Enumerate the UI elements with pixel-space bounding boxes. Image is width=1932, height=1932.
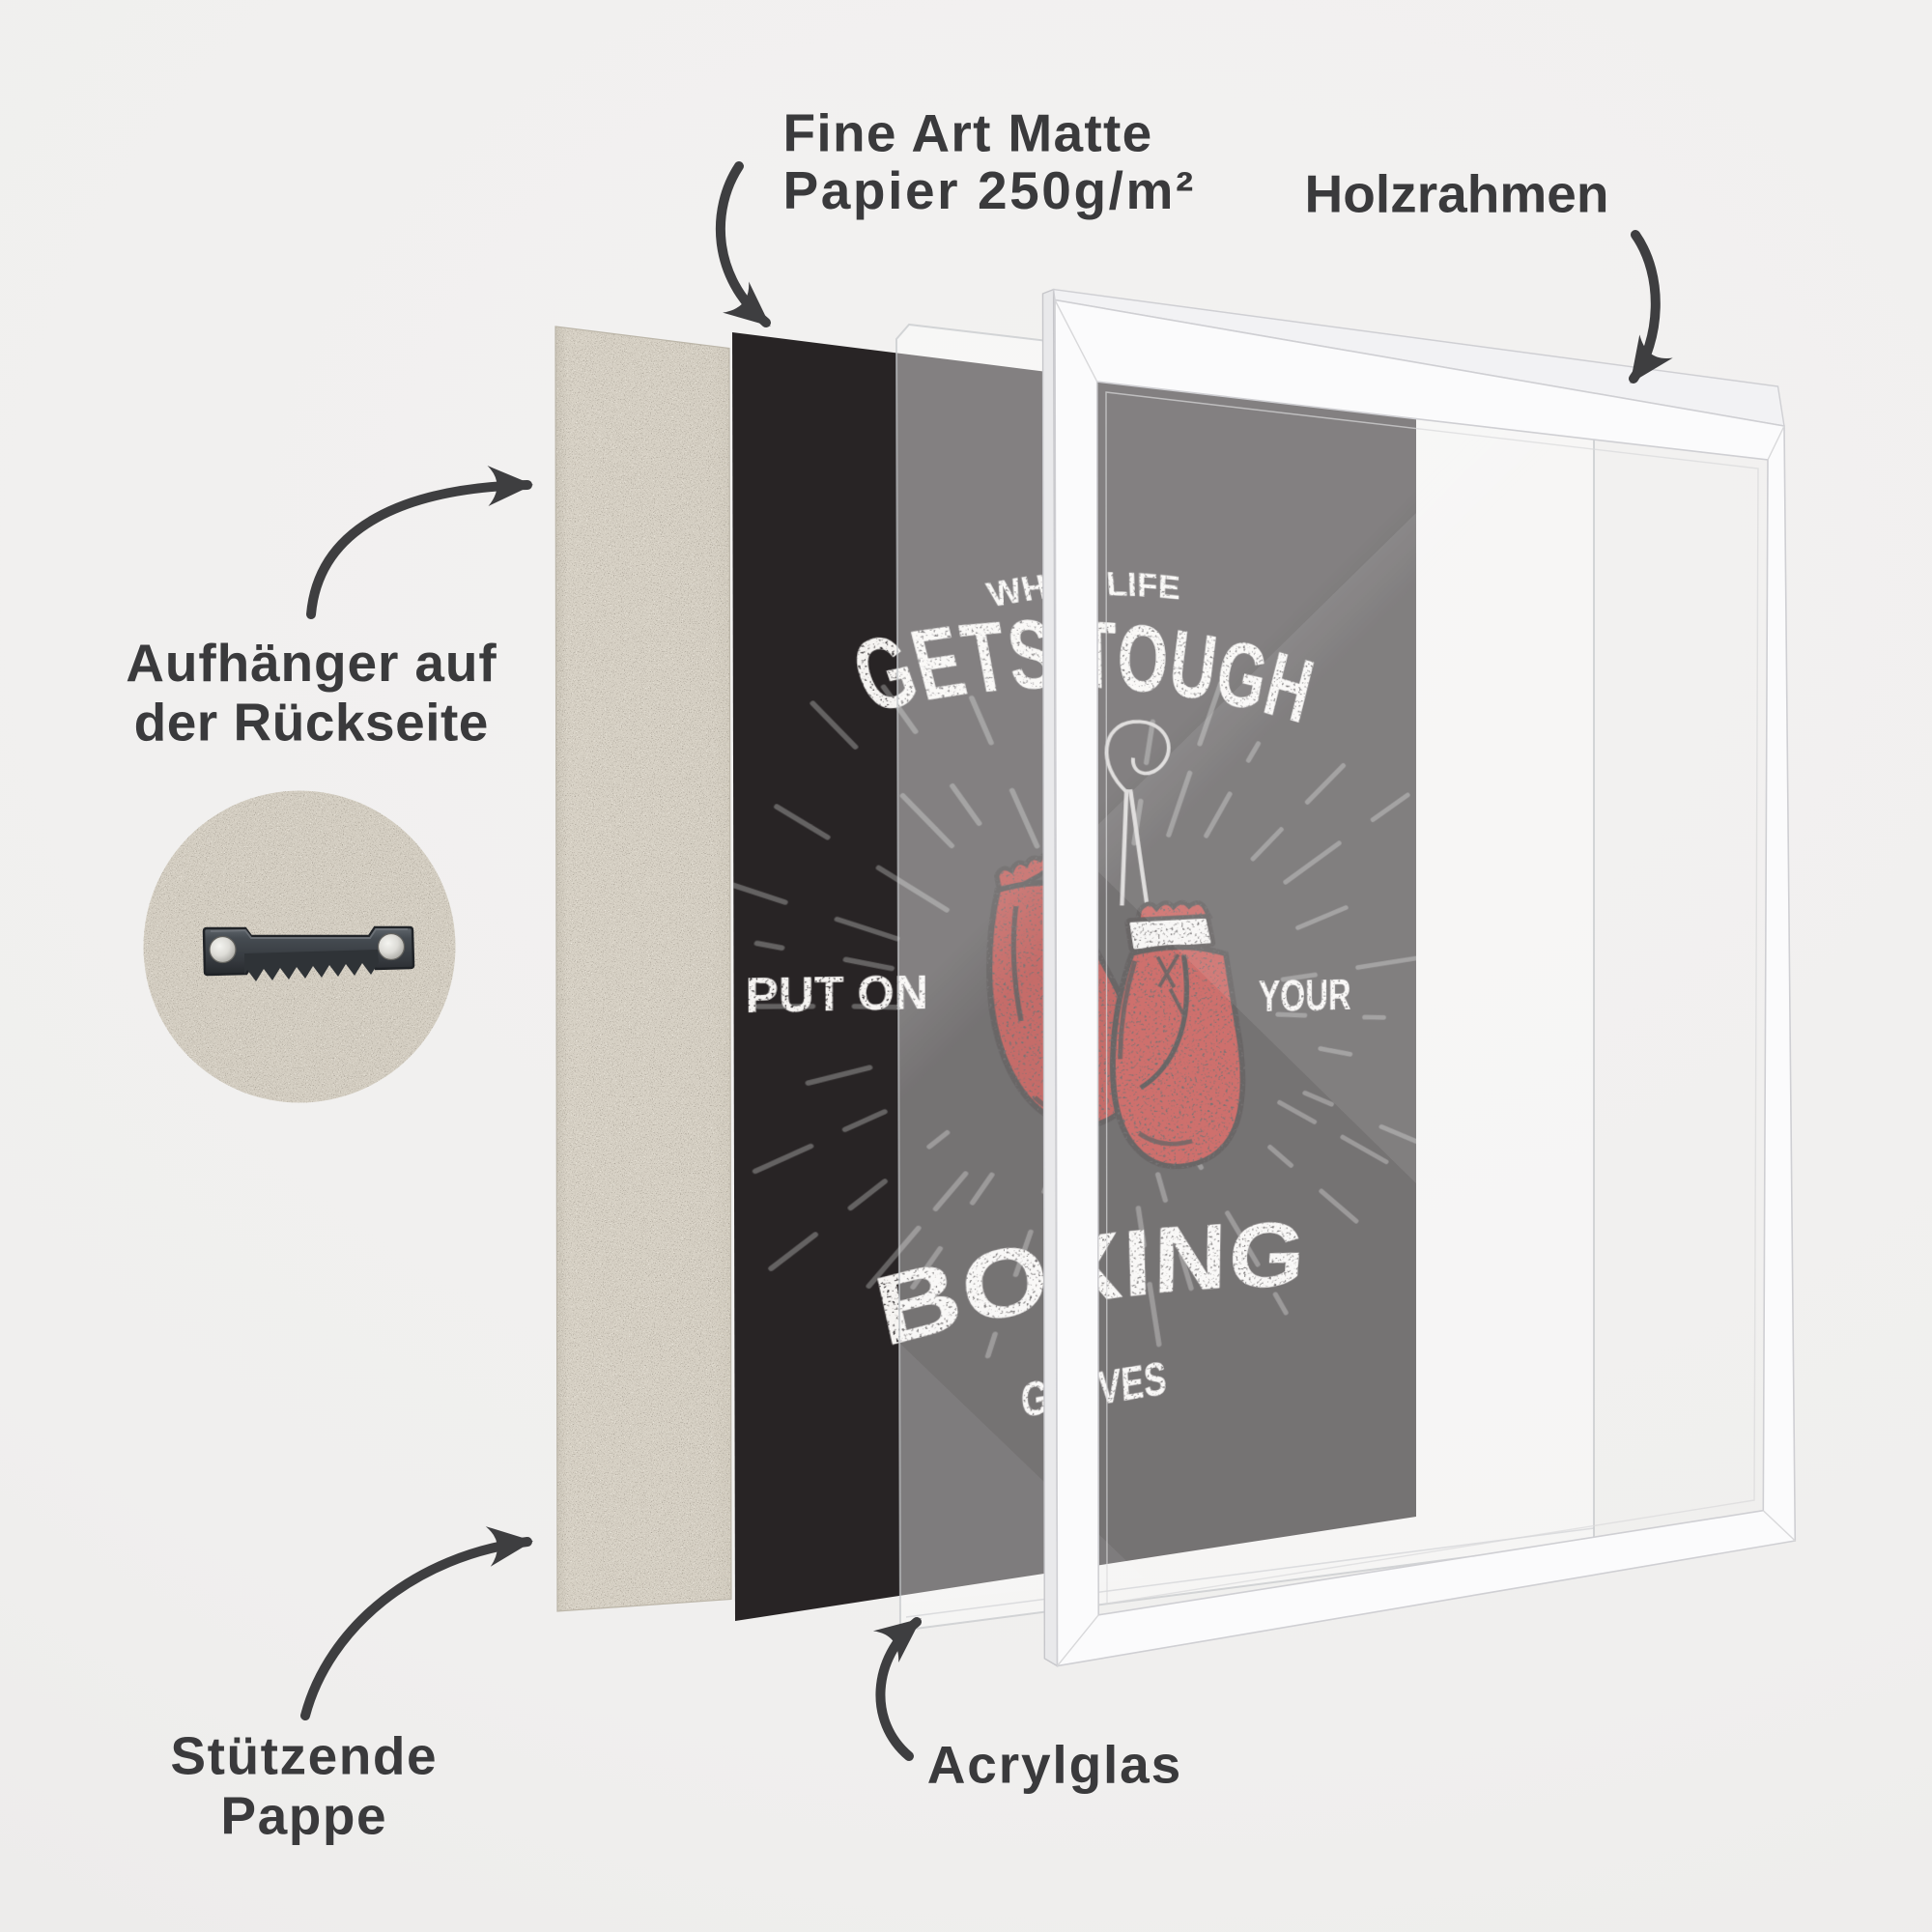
svg-text:Acrylglas: Acrylglas <box>927 1735 1180 1795</box>
svg-text:Aufhänger auf: Aufhänger auf <box>126 633 497 693</box>
svg-text:Stützende: Stützende <box>170 1726 436 1786</box>
svg-text:Holzrahmen: Holzrahmen <box>1305 164 1609 224</box>
svg-text:Pappe: Pappe <box>220 1786 385 1846</box>
svg-text:der Rückseite: der Rückseite <box>134 693 489 753</box>
svg-text:Fine Art Matte: Fine Art Matte <box>783 103 1152 163</box>
svg-text:Papier 250g/m²: Papier 250g/m² <box>783 160 1194 220</box>
